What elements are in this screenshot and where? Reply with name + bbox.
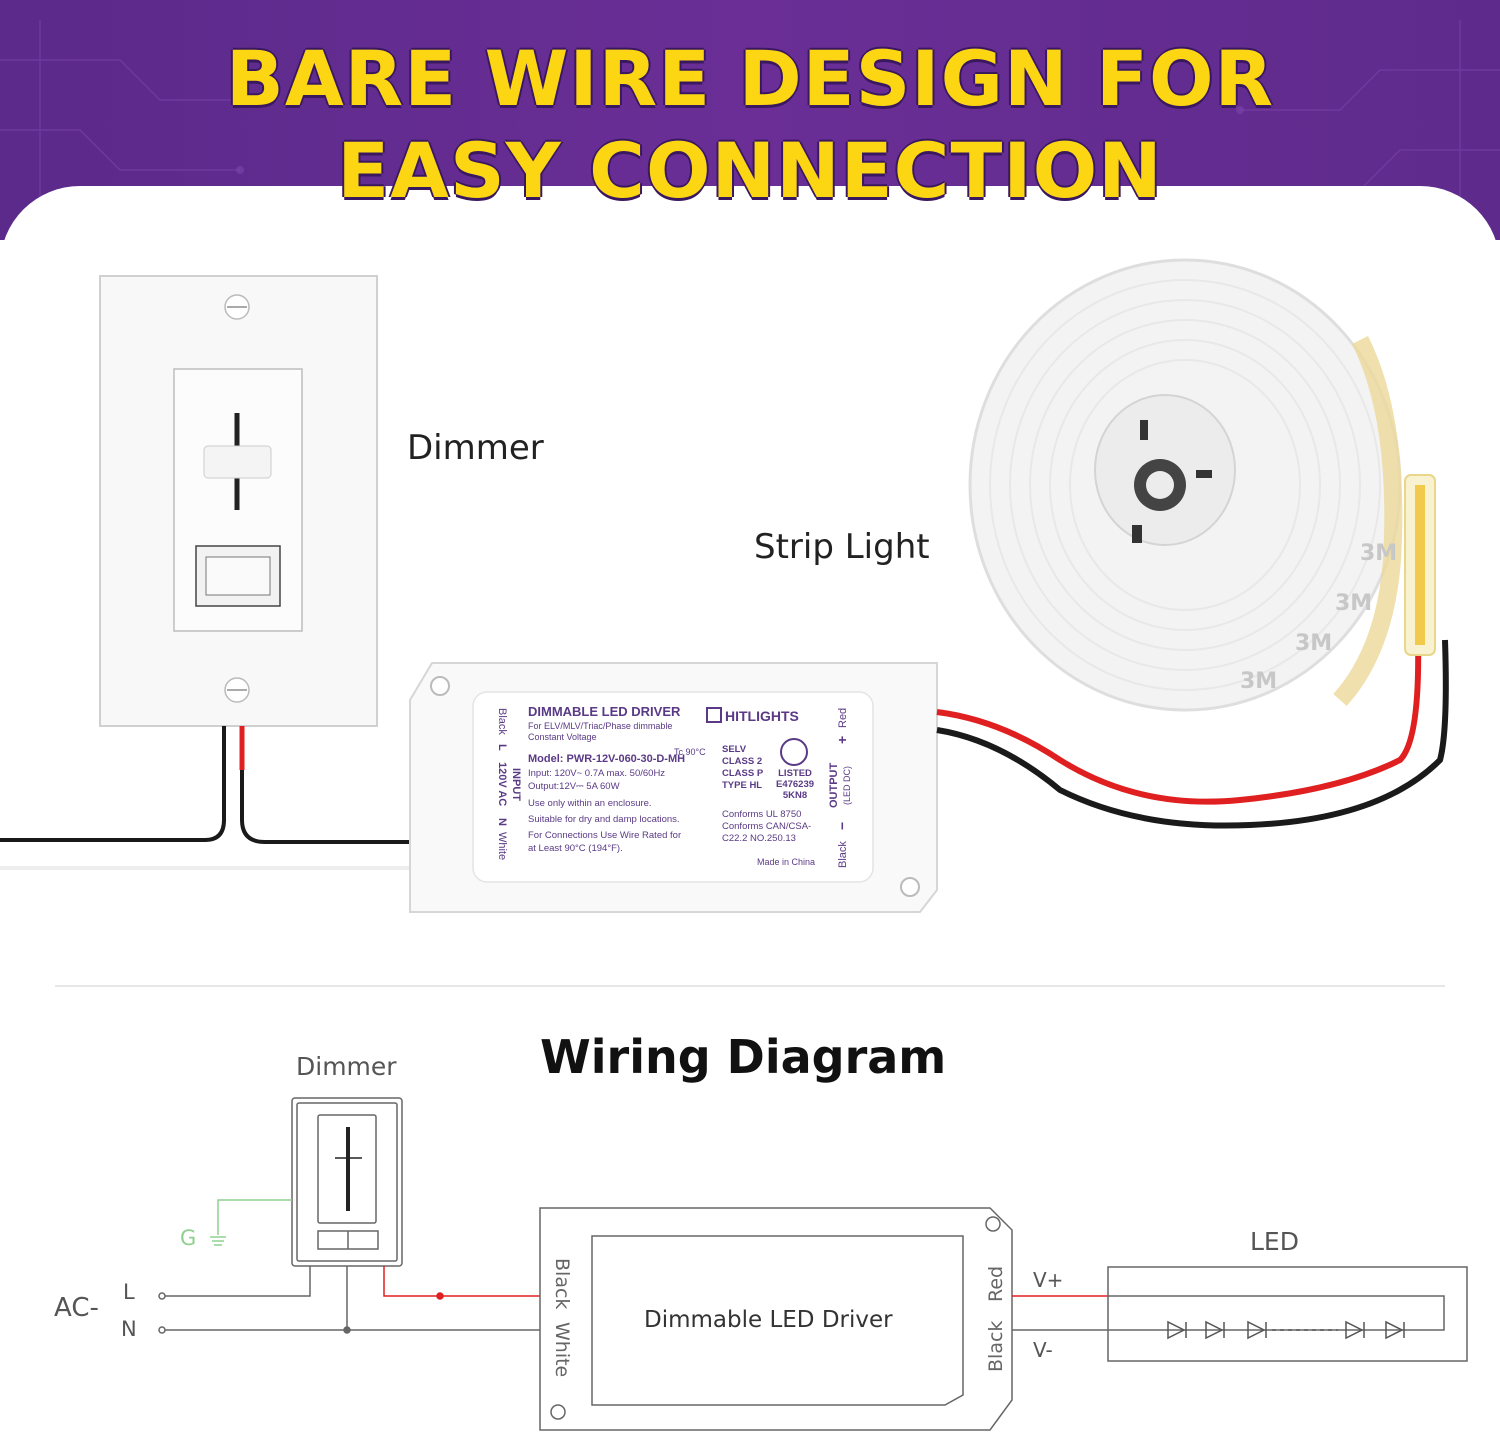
brand-logo-icon: [706, 707, 722, 723]
strip-light-label: Strip Light: [754, 527, 930, 567]
dimmer-wall-plate: [99, 275, 378, 727]
diagram-ac-label: AC-: [54, 1293, 99, 1323]
circuit-pattern: [0, 20, 1500, 200]
diagram-vminus-label: V-: [1033, 1338, 1053, 1362]
strip-light-reel: [968, 258, 1436, 712]
diagram-driver-out-black: Black: [985, 1321, 1007, 1372]
driver-output-minus: −: [834, 822, 850, 830]
driver-made-in: Made in China: [757, 857, 816, 867]
driver-title: DIMMABLE LED DRIVER: [528, 704, 681, 719]
driver-input-side: INPUT: [510, 768, 522, 801]
driver-conforms-2: Conforms CAN/CSA-: [722, 821, 812, 832]
output-wires: [936, 639, 1449, 829]
driver-brand: HITLIGHTS: [706, 707, 799, 724]
driver-input-spec: Input: 120V~ 0.7A max. 50/60Hz: [528, 768, 666, 779]
diagram-led-label: LED: [1250, 1227, 1299, 1256]
driver-note-2: Suitable for dry and damp locations.: [528, 814, 680, 825]
diagram-driver-out-red: Red: [985, 1266, 1007, 1302]
driver-classp: CLASS P: [722, 768, 764, 779]
driver-note-3: For Connections Use Wire Rated for: [528, 830, 682, 841]
diagram-driver-label: Dimmable LED Driver: [644, 1307, 893, 1333]
strip-print-1: 3M: [1360, 541, 1397, 566]
driver-output-black: Black: [837, 841, 849, 868]
driver-input-white: White: [496, 832, 508, 860]
driver-input-black: Black: [496, 708, 508, 735]
diagram-driver-in-white: White: [551, 1322, 573, 1377]
driver-input-n: N: [496, 818, 508, 826]
driver-class2: CLASS 2: [722, 756, 763, 767]
section-divider: [55, 985, 1445, 987]
driver-listed: LISTED: [778, 768, 812, 779]
headline-line-2: EASY CONNECTION: [337, 126, 1163, 215]
driver-output-sub: (LED DC): [842, 766, 852, 805]
driver-class-block: SELV CLASS 2 CLASS P TYPE HL: [722, 744, 763, 792]
driver-input-voltage: 120V AC: [496, 762, 508, 806]
driver-conformity: Conforms UL 8750 Conforms CAN/CSA- C22.2…: [722, 809, 811, 845]
diagram-line-label: L: [123, 1280, 135, 1304]
driver-model: Model: PWR-12V-060-30-D-MH: [528, 753, 686, 765]
driver-output-side: OUTPUT: [828, 763, 840, 809]
wiring-diagram-title: Wiring Diagram: [540, 1030, 947, 1084]
driver-output-red: Red: [837, 708, 849, 728]
driver-typehl: TYPE HL: [722, 780, 763, 791]
diagram-ground-label: G: [180, 1226, 197, 1250]
driver-code: 5KN8: [782, 790, 808, 801]
strip-print-2: 3M: [1335, 591, 1372, 616]
driver-selv: SELV: [722, 744, 747, 755]
strip-print-4: 3M: [1240, 669, 1277, 694]
headline-line-1: BARE WIRE DESIGN FOR: [225, 34, 1275, 123]
diagram-dimmer-label: Dimmer: [296, 1052, 397, 1081]
driver-output-plus: +: [834, 736, 850, 744]
led-chain: [1167, 1320, 1405, 1340]
ul-listed-mark: [780, 738, 808, 766]
driver-output-spec: Output:12V⎓ 5A 60W: [528, 781, 620, 792]
led-driver-box: [409, 662, 938, 913]
dimmer-label: Dimmer: [407, 428, 544, 468]
driver-subtitle-2: Constant Voltage: [528, 732, 597, 742]
driver-note-4: at Least 90°C (194°F).: [528, 843, 623, 854]
driver-tc: Tc 90°C: [674, 747, 706, 757]
driver-conforms-1: Conforms UL 8750: [722, 809, 802, 820]
wiring-diagram: [158, 1097, 1468, 1431]
diagram-vplus-label: V+: [1033, 1268, 1064, 1292]
driver-subtitle-1: For ELV/MLV/Triac/Phase dimmable: [528, 721, 673, 731]
input-wires: [0, 726, 410, 870]
strip-print-3: 3M: [1295, 631, 1332, 656]
driver-file-no: E476239: [776, 779, 815, 790]
driver-label-panel: DIMMABLE LED DRIVER For ELV/MLV/Triac/Ph…: [528, 704, 828, 855]
driver-input-l: L: [496, 744, 508, 751]
driver-brand-name: HITLIGHTS: [725, 708, 799, 724]
driver-conforms-3: C22.2 NO.250.13: [722, 833, 796, 844]
driver-note-1: Use only within an enclosure.: [528, 798, 652, 809]
diagram-driver-in-black: Black: [551, 1258, 573, 1309]
driver-ul-block: LISTED E476239 5KN8: [776, 768, 814, 801]
diagram-neutral-label: N: [121, 1317, 137, 1341]
